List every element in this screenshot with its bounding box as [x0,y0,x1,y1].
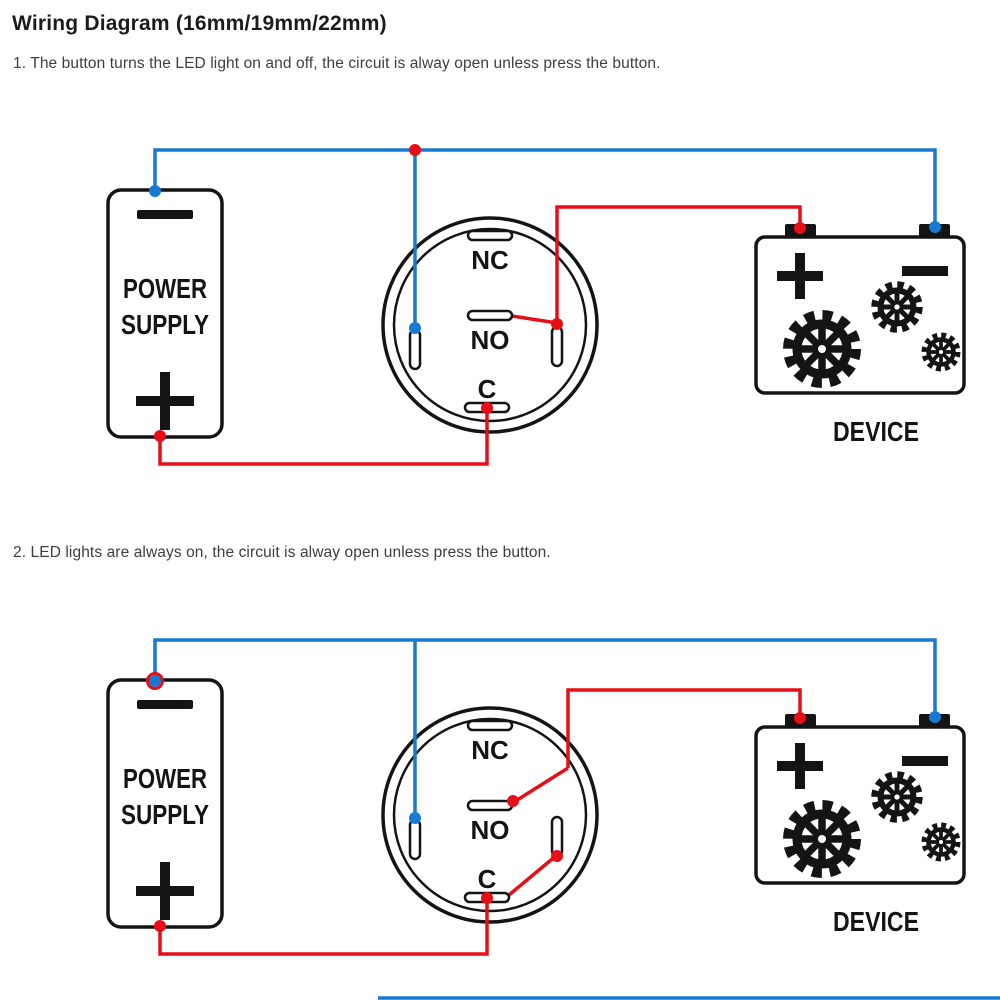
c-terminal-label: C [478,374,497,404]
power-supply-label-line1: POWER [123,763,207,794]
connection-dot [149,675,161,687]
connection-dot [551,850,563,862]
c-terminal-label: C [478,864,497,894]
red-connection-dots-1 [154,144,806,442]
power-supply-2: POWER SUPPLY [106,678,224,929]
connection-dot [794,712,806,724]
connection-dot [154,430,166,442]
minus-terminal-symbol [137,210,193,219]
no-terminal-bar [466,799,514,812]
connection-dot [929,221,941,233]
gear-icon [789,806,855,872]
red-wire-supply-to-c [158,899,489,956]
gear-icon [925,826,958,859]
device-box [754,725,966,885]
blue-connection-dots-2 [149,675,941,824]
blue-connection-dots-1 [149,185,941,334]
switch-inner-ring [392,717,588,913]
connection-dot [409,322,421,334]
red-wire-no-to-device [566,688,802,768]
plus-terminal-symbol [136,372,194,430]
red-wires-1 [158,205,802,466]
connection-dot [481,892,493,904]
red-wire-no-to-device [555,205,802,322]
switch-outer-ring [381,216,599,434]
nc-terminal-label: NC [471,245,509,275]
minus-terminal-symbol [137,700,193,709]
power-supply-label-line2: SUPPLY [121,799,209,830]
no-terminal-bar [466,309,514,322]
device-label: DEVICE [833,416,919,447]
diagram-1: POWER SUPPLY DEVICE [106,144,966,466]
connection-dot [409,144,421,156]
led-terminal-slot-right [550,325,564,368]
red-wire-led-to-c-jumper [507,853,559,897]
connection-dot [551,318,563,330]
connection-dot [507,795,519,807]
connection-dot [481,402,493,414]
red-connection-dots-2 [154,712,806,932]
device-minus-symbol [902,266,948,276]
power-supply-label-line1: POWER [123,273,207,304]
power-supply-1: POWER SUPPLY [106,188,224,439]
blue-wire-negative [153,148,937,228]
nc-terminal-bar [466,229,514,242]
push-button-switch-1 [381,216,599,434]
instruction-2: 2. LED lights are always on, the circuit… [13,544,551,561]
connection-dot [409,812,421,824]
instruction-1: 1. The button turns the LED light on and… [13,55,661,72]
device-minus-symbol [902,756,948,766]
no-terminal-label: NO [471,325,510,355]
connection-dot [794,222,806,234]
red-wires-2 [158,688,802,956]
connection-dot [929,711,941,723]
red-wire-no-jumper [511,314,558,325]
device-box [754,235,966,395]
blue-wires-1 [153,148,937,329]
device-label: DEVICE [833,906,919,937]
gear-icon [925,336,958,369]
led-terminal-slot-left [408,328,422,371]
blue-wire-negative [153,638,937,718]
page-title: Wiring Diagram (16mm/19mm/22mm) [12,12,387,35]
blue-wires-2 [153,638,937,819]
red-wire-no-jumper [513,766,569,804]
connection-dot [154,920,166,932]
no-terminal-label: NO [471,815,510,845]
gear-icon [875,775,919,819]
diagram-2: POWER SUPPLY DEVICE [106,638,966,956]
gear-icon [789,316,855,382]
nc-terminal-label: NC [471,735,509,765]
connection-ring [146,672,164,690]
connection-dot [149,185,161,197]
gear-icon [875,285,919,329]
device-plus-symbol [777,253,823,299]
device-1: DEVICE [754,224,966,447]
switch-inner-ring [392,227,588,423]
plus-terminal-symbol [136,862,194,920]
device-2: DEVICE [754,714,966,937]
device-plus-symbol [777,743,823,789]
nc-terminal-bar [466,719,514,732]
power-supply-label-line2: SUPPLY [121,309,209,340]
red-wire-supply-to-c [158,409,489,466]
led-terminal-slot-left [408,818,422,861]
